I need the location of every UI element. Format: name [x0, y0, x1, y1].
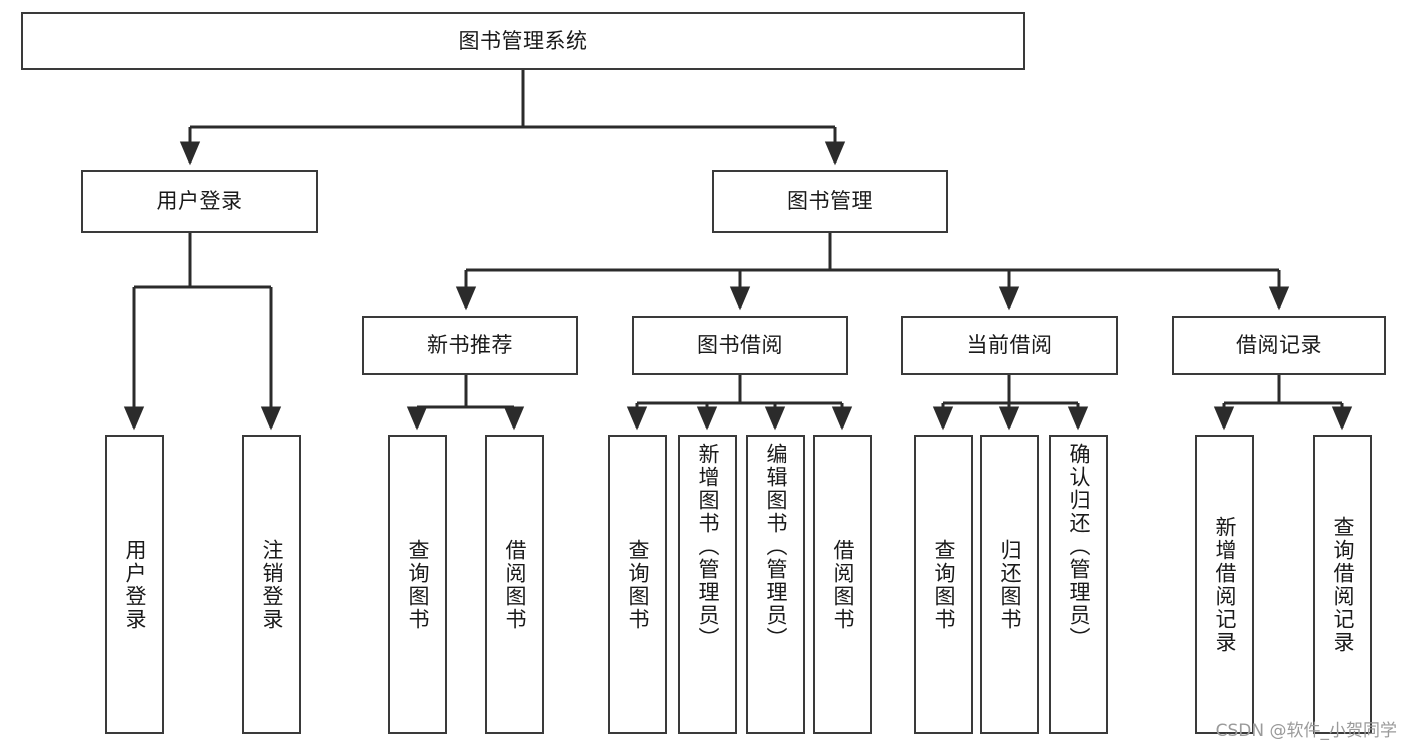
node-leaf-return-book[interactable]: 归还图书: [980, 435, 1039, 734]
node-leaf-edit-book-label: 编辑图书（管理员）: [764, 443, 788, 650]
node-leaf-query-record[interactable]: 查询借阅记录: [1313, 435, 1372, 734]
node-leaf-add-record-label: 新增借阅记录: [1213, 515, 1237, 654]
node-new-book-recommend[interactable]: 新书推荐: [362, 316, 578, 375]
node-leaf-add-book-label: 新增图书（管理员）: [696, 443, 720, 650]
node-leaf-query-book-2[interactable]: 查询图书: [608, 435, 667, 734]
node-leaf-query-book-3[interactable]: 查询图书: [914, 435, 973, 734]
node-book-management-label: 图书管理: [787, 189, 873, 214]
node-leaf-logout-login-label: 注销登录: [260, 538, 284, 631]
node-user-login[interactable]: 用户登录: [81, 170, 318, 233]
node-user-login-label: 用户登录: [156, 189, 243, 214]
node-leaf-add-record[interactable]: 新增借阅记录: [1195, 435, 1254, 734]
node-book-management[interactable]: 图书管理: [712, 170, 948, 233]
node-leaf-confirm-return[interactable]: 确认归还（管理员）: [1049, 435, 1108, 734]
node-leaf-user-login-label: 用户登录: [123, 538, 147, 631]
node-leaf-confirm-return-label: 确认归还（管理员）: [1067, 443, 1091, 650]
node-leaf-borrow-book-1-label: 借阅图书: [503, 538, 527, 631]
node-leaf-query-record-label: 查询借阅记录: [1331, 515, 1355, 654]
node-leaf-logout-login[interactable]: 注销登录: [242, 435, 301, 734]
node-leaf-borrow-book-1[interactable]: 借阅图书: [485, 435, 544, 734]
node-book-borrow[interactable]: 图书借阅: [632, 316, 848, 375]
node-borrow-record-label: 借阅记录: [1236, 333, 1322, 358]
node-leaf-borrow-book-2[interactable]: 借阅图书: [813, 435, 872, 734]
node-root-system[interactable]: 图书管理系统: [21, 12, 1025, 70]
node-leaf-user-login[interactable]: 用户登录: [105, 435, 164, 734]
node-leaf-query-book-1[interactable]: 查询图书: [388, 435, 447, 734]
node-root-system-label: 图书管理系统: [458, 28, 588, 53]
node-leaf-return-book-label: 归还图书: [998, 538, 1022, 631]
node-leaf-edit-book[interactable]: 编辑图书（管理员）: [746, 435, 805, 734]
node-leaf-borrow-book-2-label: 借阅图书: [831, 538, 855, 631]
node-leaf-add-book[interactable]: 新增图书（管理员）: [678, 435, 737, 734]
node-new-book-recommend-label: 新书推荐: [427, 333, 513, 358]
node-leaf-query-book-1-label: 查询图书: [406, 538, 430, 631]
node-leaf-query-book-2-label: 查询图书: [626, 538, 650, 631]
node-leaf-query-book-3-label: 查询图书: [932, 538, 956, 631]
node-book-borrow-label: 图书借阅: [697, 333, 783, 358]
node-current-borrow-label: 当前借阅: [966, 333, 1053, 358]
node-borrow-record[interactable]: 借阅记录: [1172, 316, 1386, 375]
node-current-borrow[interactable]: 当前借阅: [901, 316, 1118, 375]
